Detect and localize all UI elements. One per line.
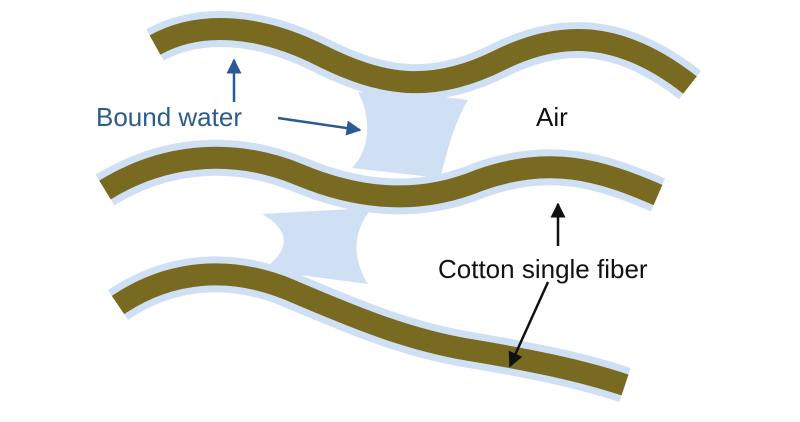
bound-water-label: Bound water bbox=[96, 102, 242, 132]
cotton-fiber-arrow-down bbox=[508, 281, 550, 368]
fiber-core-2 bbox=[99, 146, 663, 208]
fiber-core-1 bbox=[149, 17, 697, 94]
air-label: Air bbox=[536, 102, 568, 132]
cotton-fiber-label: Cotton single fiber bbox=[438, 254, 648, 284]
water-bridge-upper bbox=[352, 92, 468, 178]
fiber-core-3 bbox=[111, 263, 629, 396]
bound-water-arrow-right bbox=[277, 116, 362, 136]
water-bridge-lower bbox=[262, 208, 372, 284]
